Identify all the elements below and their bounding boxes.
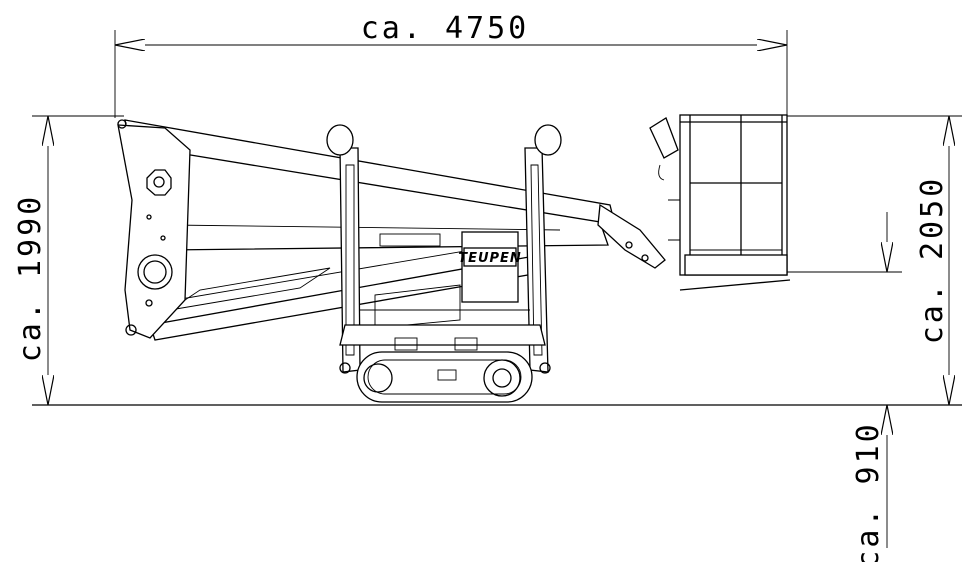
crawler-track [356, 351, 533, 403]
platform-height-label: ca. 2050 [915, 176, 950, 345]
outrigger-right [524, 124, 562, 374]
engine-cover: TEUPEN [374, 231, 522, 329]
upper-boom [124, 119, 666, 269]
below-ground-label: ca. 910 [851, 421, 886, 562]
dimension-stowed-height: ca. 1990 [13, 115, 124, 405]
dimension-overall-length: ca. 4750 [114, 11, 788, 118]
stowed-height-label: ca. 1990 [13, 194, 48, 363]
boom-pivot-bracket [117, 119, 191, 339]
aerial-platform-machine: TEUPEN [117, 114, 791, 403]
dimension-below-ground: ca. 910 [780, 212, 902, 562]
work-platform-basket [649, 114, 791, 291]
overall-length-label: ca. 4750 [361, 11, 530, 46]
brand-label: TEUPEN [458, 251, 522, 266]
outrigger-left [326, 124, 361, 374]
dimension-platform-height: ca. 2050 [787, 115, 962, 405]
chassis [339, 309, 546, 351]
